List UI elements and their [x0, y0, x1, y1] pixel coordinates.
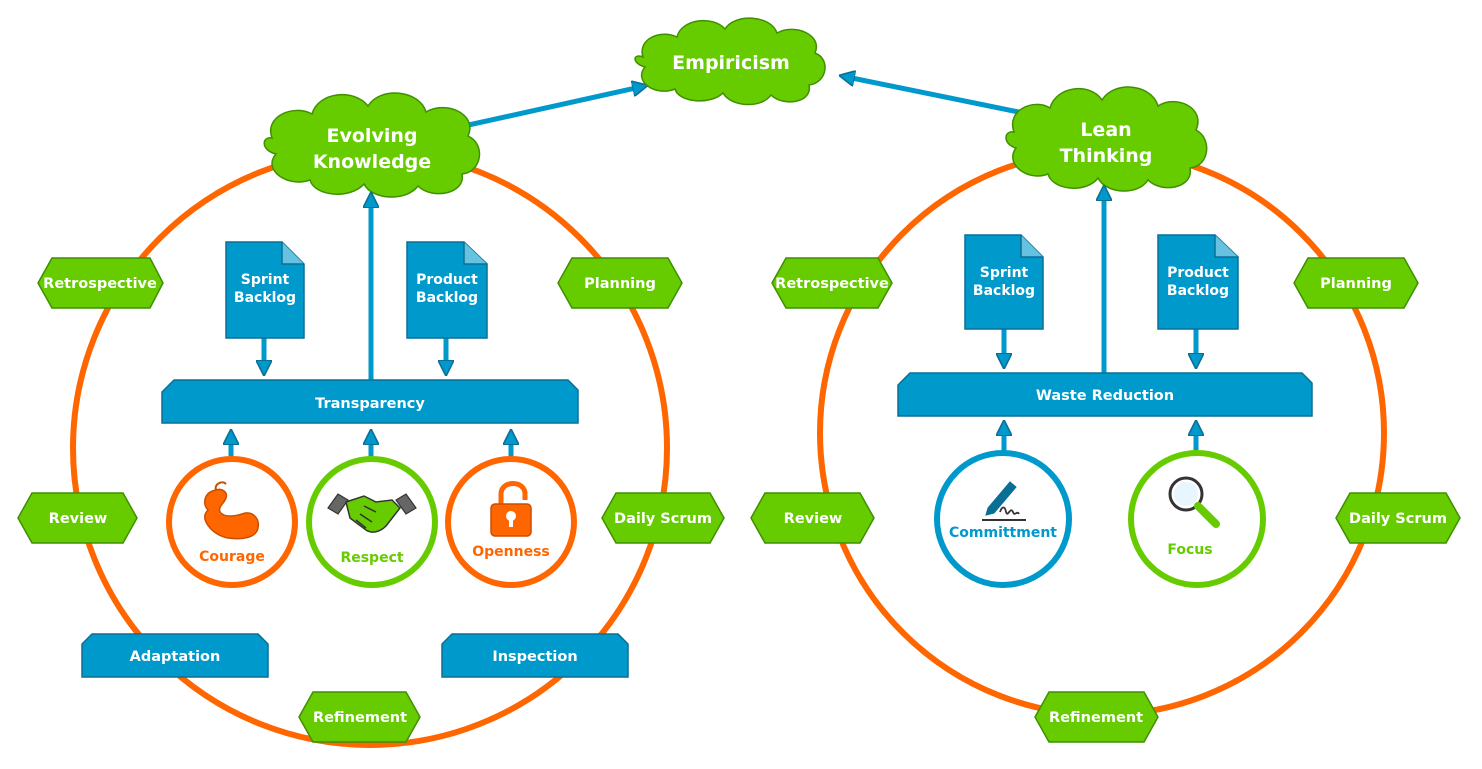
right-sprint-backlog-line-2: Backlog [973, 283, 1035, 299]
left-product-backlog-line-1: Product [416, 272, 478, 288]
value-focus: Focus [1128, 450, 1266, 588]
focus-label: Focus [1167, 542, 1212, 558]
waste-reduction-bar: Waste Reduction [897, 372, 1313, 417]
respect-label: Respect [340, 550, 403, 566]
left-retrospective-label: Retrospective [43, 276, 157, 292]
right-event-retrospective: Retrospective [771, 257, 893, 309]
left-product-backlog-doc: Product Backlog [406, 241, 488, 339]
right-event-daily-scrum: Daily Scrum [1335, 492, 1461, 544]
adaptation-label: Adaptation [130, 649, 221, 665]
right-daily-scrum-label: Daily Scrum [1349, 511, 1447, 527]
value-respect: Respect [306, 456, 438, 588]
right-event-refinement: Refinement [1034, 691, 1159, 743]
right-review-label: Review [784, 511, 843, 527]
right-refinement-label: Refinement [1049, 710, 1143, 726]
left-event-planning: Planning [557, 257, 683, 309]
committment-label: Committment [949, 525, 1057, 541]
openness-label: Openness [472, 544, 550, 560]
arrow-lean-to-empiricism [842, 76, 1049, 121]
left-event-daily-scrum: Daily Scrum [601, 492, 725, 544]
left-event-review: Review [17, 492, 138, 544]
left-planning-label: Planning [584, 276, 656, 292]
left-cloud-line-1: Evolving [327, 125, 418, 147]
waste-reduction-label: Waste Reduction [1036, 388, 1174, 404]
left-event-retrospective: Retrospective [37, 257, 164, 309]
left-refinement-label: Refinement [313, 710, 407, 726]
left-cloud-line-2: Knowledge [313, 151, 431, 173]
left-sprint-backlog-line-1: Sprint [241, 272, 290, 288]
inspection-label: Inspection [492, 649, 577, 665]
right-cloud-line-1: Lean [1080, 119, 1131, 141]
right-sprint-backlog-line-1: Sprint [980, 265, 1029, 281]
lean-thinking-cloud: Lean Thinking [1005, 86, 1208, 192]
right-retrospective-label: Retrospective [775, 276, 889, 292]
open-padlock-icon [490, 481, 532, 537]
magnifier-icon [1168, 476, 1220, 528]
handshake-icon [327, 493, 417, 533]
left-sprint-backlog-doc: Sprint Backlog [225, 241, 305, 339]
right-product-backlog-line-2: Backlog [1167, 283, 1229, 299]
evolving-knowledge-cloud: Evolving Knowledge [263, 92, 481, 198]
right-product-backlog-doc: Product Backlog [1157, 234, 1239, 330]
flexed-arm-icon [203, 481, 260, 540]
right-event-review: Review [750, 492, 875, 544]
arrow-evolving-to-empiricism [454, 86, 645, 131]
right-cloud-line-2: Thinking [1060, 145, 1153, 167]
transparency-label: Transparency [315, 396, 425, 412]
left-product-backlog-line-2: Backlog [416, 290, 478, 306]
courage-label: Courage [199, 549, 265, 565]
left-review-label: Review [49, 511, 108, 527]
right-product-backlog-line-1: Product [1167, 265, 1229, 281]
left-daily-scrum-label: Daily Scrum [614, 511, 712, 527]
empiricism-cloud: Empiricism [634, 17, 826, 106]
right-sprint-backlog-doc: Sprint Backlog [964, 234, 1044, 330]
value-courage: Courage [166, 456, 298, 588]
left-event-refinement: Refinement [298, 691, 421, 743]
value-openness: Openness [445, 456, 577, 588]
empiricism-label: Empiricism [672, 52, 790, 74]
right-planning-label: Planning [1320, 276, 1392, 292]
left-sprint-backlog-line-2: Backlog [234, 290, 296, 306]
pillar-adaptation: Adaptation [81, 633, 269, 678]
right-event-planning: Planning [1293, 257, 1419, 309]
pen-signature-icon [982, 481, 1026, 521]
pillar-inspection: Inspection [441, 633, 629, 678]
value-committment: Committment [934, 450, 1072, 588]
transparency-bar: Transparency [161, 379, 579, 424]
